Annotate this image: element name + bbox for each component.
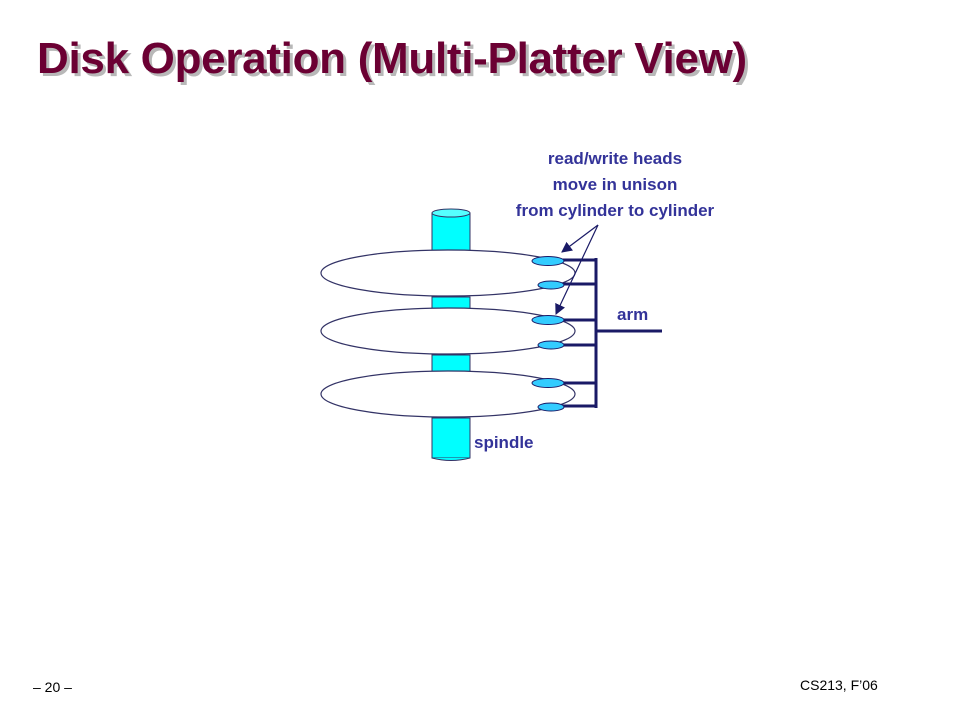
arm-assembly [560, 258, 662, 408]
heads-callout: read/write heads move in unison from cyl… [470, 146, 760, 224]
callout-arrows [555, 224, 599, 315]
read-write-heads [531, 256, 565, 412]
head-2-bottom [537, 340, 565, 350]
head-1-top [531, 256, 565, 266]
arm-label: arm [617, 305, 649, 324]
callout-line-3: from cylinder to cylinder [515, 201, 715, 220]
platter-3 [320, 370, 576, 418]
spindle-segment-bottom [431, 417, 471, 461]
page-number: – 20 – [33, 679, 72, 695]
callout-arrow-2 [555, 224, 599, 315]
platter-2 [320, 307, 576, 355]
slide-title: Disk Operation (Multi-Platter View) [37, 34, 747, 83]
callout-line-2: move in unison [552, 175, 678, 194]
course-footer: CS213, F’06 [800, 677, 878, 693]
callout-line-1: read/write heads [547, 149, 683, 168]
platter-1 [320, 249, 576, 297]
callout-arrow-1 [561, 224, 599, 253]
head-3-bottom [537, 402, 565, 412]
head-2-top [531, 315, 565, 325]
head-1-bottom [537, 280, 565, 290]
spindle-label: spindle [474, 433, 534, 452]
head-3-top [531, 378, 565, 388]
